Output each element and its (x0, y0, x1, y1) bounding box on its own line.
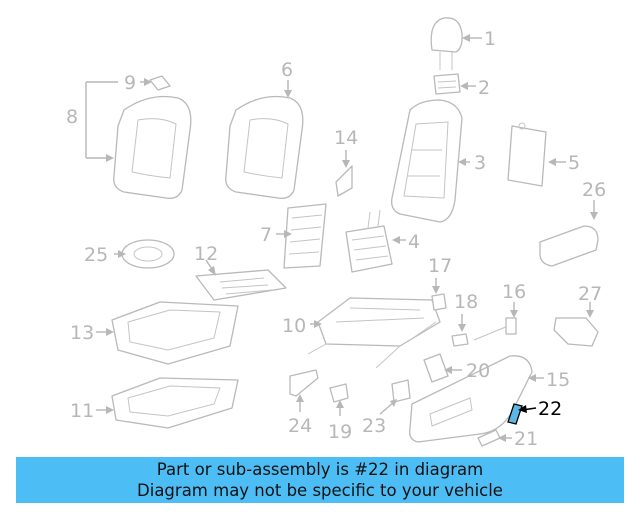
label-25: 25 (84, 244, 108, 266)
part-19-bracket[interactable] (329, 383, 349, 403)
part-20-switch[interactable] (423, 353, 449, 383)
leader-lines (85, 34, 598, 442)
label-12: 12 (194, 243, 218, 265)
label-8: 8 (66, 106, 78, 128)
info-banner: Part or sub-assembly is #22 in diagram D… (16, 457, 624, 503)
part-18-cap[interactable] (451, 333, 469, 347)
part-4-lumbar-support[interactable] (345, 209, 393, 273)
label-4: 4 (408, 231, 420, 253)
part-7-seatback-heater[interactable] (283, 203, 327, 269)
label-20: 20 (466, 360, 490, 382)
part-22-knob-highlighted[interactable] (507, 403, 523, 425)
label-24: 24 (288, 415, 312, 437)
label-22-highlighted: 22 (538, 398, 562, 420)
label-18: 18 (454, 291, 478, 313)
label-26: 26 (582, 179, 606, 201)
banner-line-part: Part or sub-assembly is #22 in diagram (156, 460, 484, 479)
label-6: 6 (281, 59, 293, 81)
part-3-seatback-frame[interactable] (391, 99, 463, 223)
part-1-headrest[interactable] (430, 17, 463, 70)
part-27-motor[interactable] (553, 317, 599, 347)
part-6-seatback-pad[interactable] (225, 95, 304, 199)
part-13-seat-cushion-cover[interactable] (111, 301, 239, 365)
label-3: 3 (474, 152, 486, 174)
part-8-seatback-cover[interactable] (113, 95, 192, 199)
part-labels: 1 2 3 4 5 6 7 8 9 10 11 12 13 14 15 16 1… (66, 28, 606, 450)
part-23-switch[interactable] (391, 379, 411, 403)
label-9: 9 (124, 72, 136, 94)
part-15-side-shield[interactable] (409, 355, 533, 443)
part-10-seat-frame[interactable] (307, 297, 441, 369)
label-7: 7 (260, 224, 272, 246)
label-15: 15 (546, 369, 570, 391)
label-27: 27 (578, 283, 602, 305)
part-11-seat-cushion-pad[interactable] (111, 377, 239, 429)
label-23: 23 (362, 415, 386, 437)
part-14-bracket[interactable] (335, 165, 353, 197)
part-2-headrest-guide[interactable] (433, 73, 461, 95)
part-17-clip[interactable] (431, 293, 447, 311)
banner-line-disclaimer: Diagram may not be specific to your vehi… (137, 481, 503, 500)
part-26-motor[interactable] (539, 225, 599, 267)
label-1: 1 (484, 28, 496, 50)
label-11: 11 (70, 400, 94, 422)
part-16-cable[interactable] (473, 317, 517, 341)
part-12-seat-heater[interactable] (195, 269, 287, 301)
label-16: 16 (502, 281, 526, 303)
part-5-back-panel[interactable] (507, 122, 547, 187)
part-24-trim[interactable] (289, 369, 319, 397)
part-9-clip[interactable] (149, 75, 171, 91)
label-5: 5 (568, 152, 580, 174)
label-14: 14 (334, 127, 358, 149)
label-2: 2 (478, 77, 490, 99)
label-19: 19 (328, 421, 352, 443)
label-17: 17 (428, 255, 452, 277)
label-13: 13 (70, 322, 94, 344)
parts-diagram: 1 2 3 4 5 6 7 8 9 10 11 12 13 14 15 16 1… (66, 17, 606, 450)
label-10: 10 (282, 315, 306, 337)
label-21: 21 (514, 428, 538, 450)
part-25-speaker[interactable] (121, 239, 175, 269)
